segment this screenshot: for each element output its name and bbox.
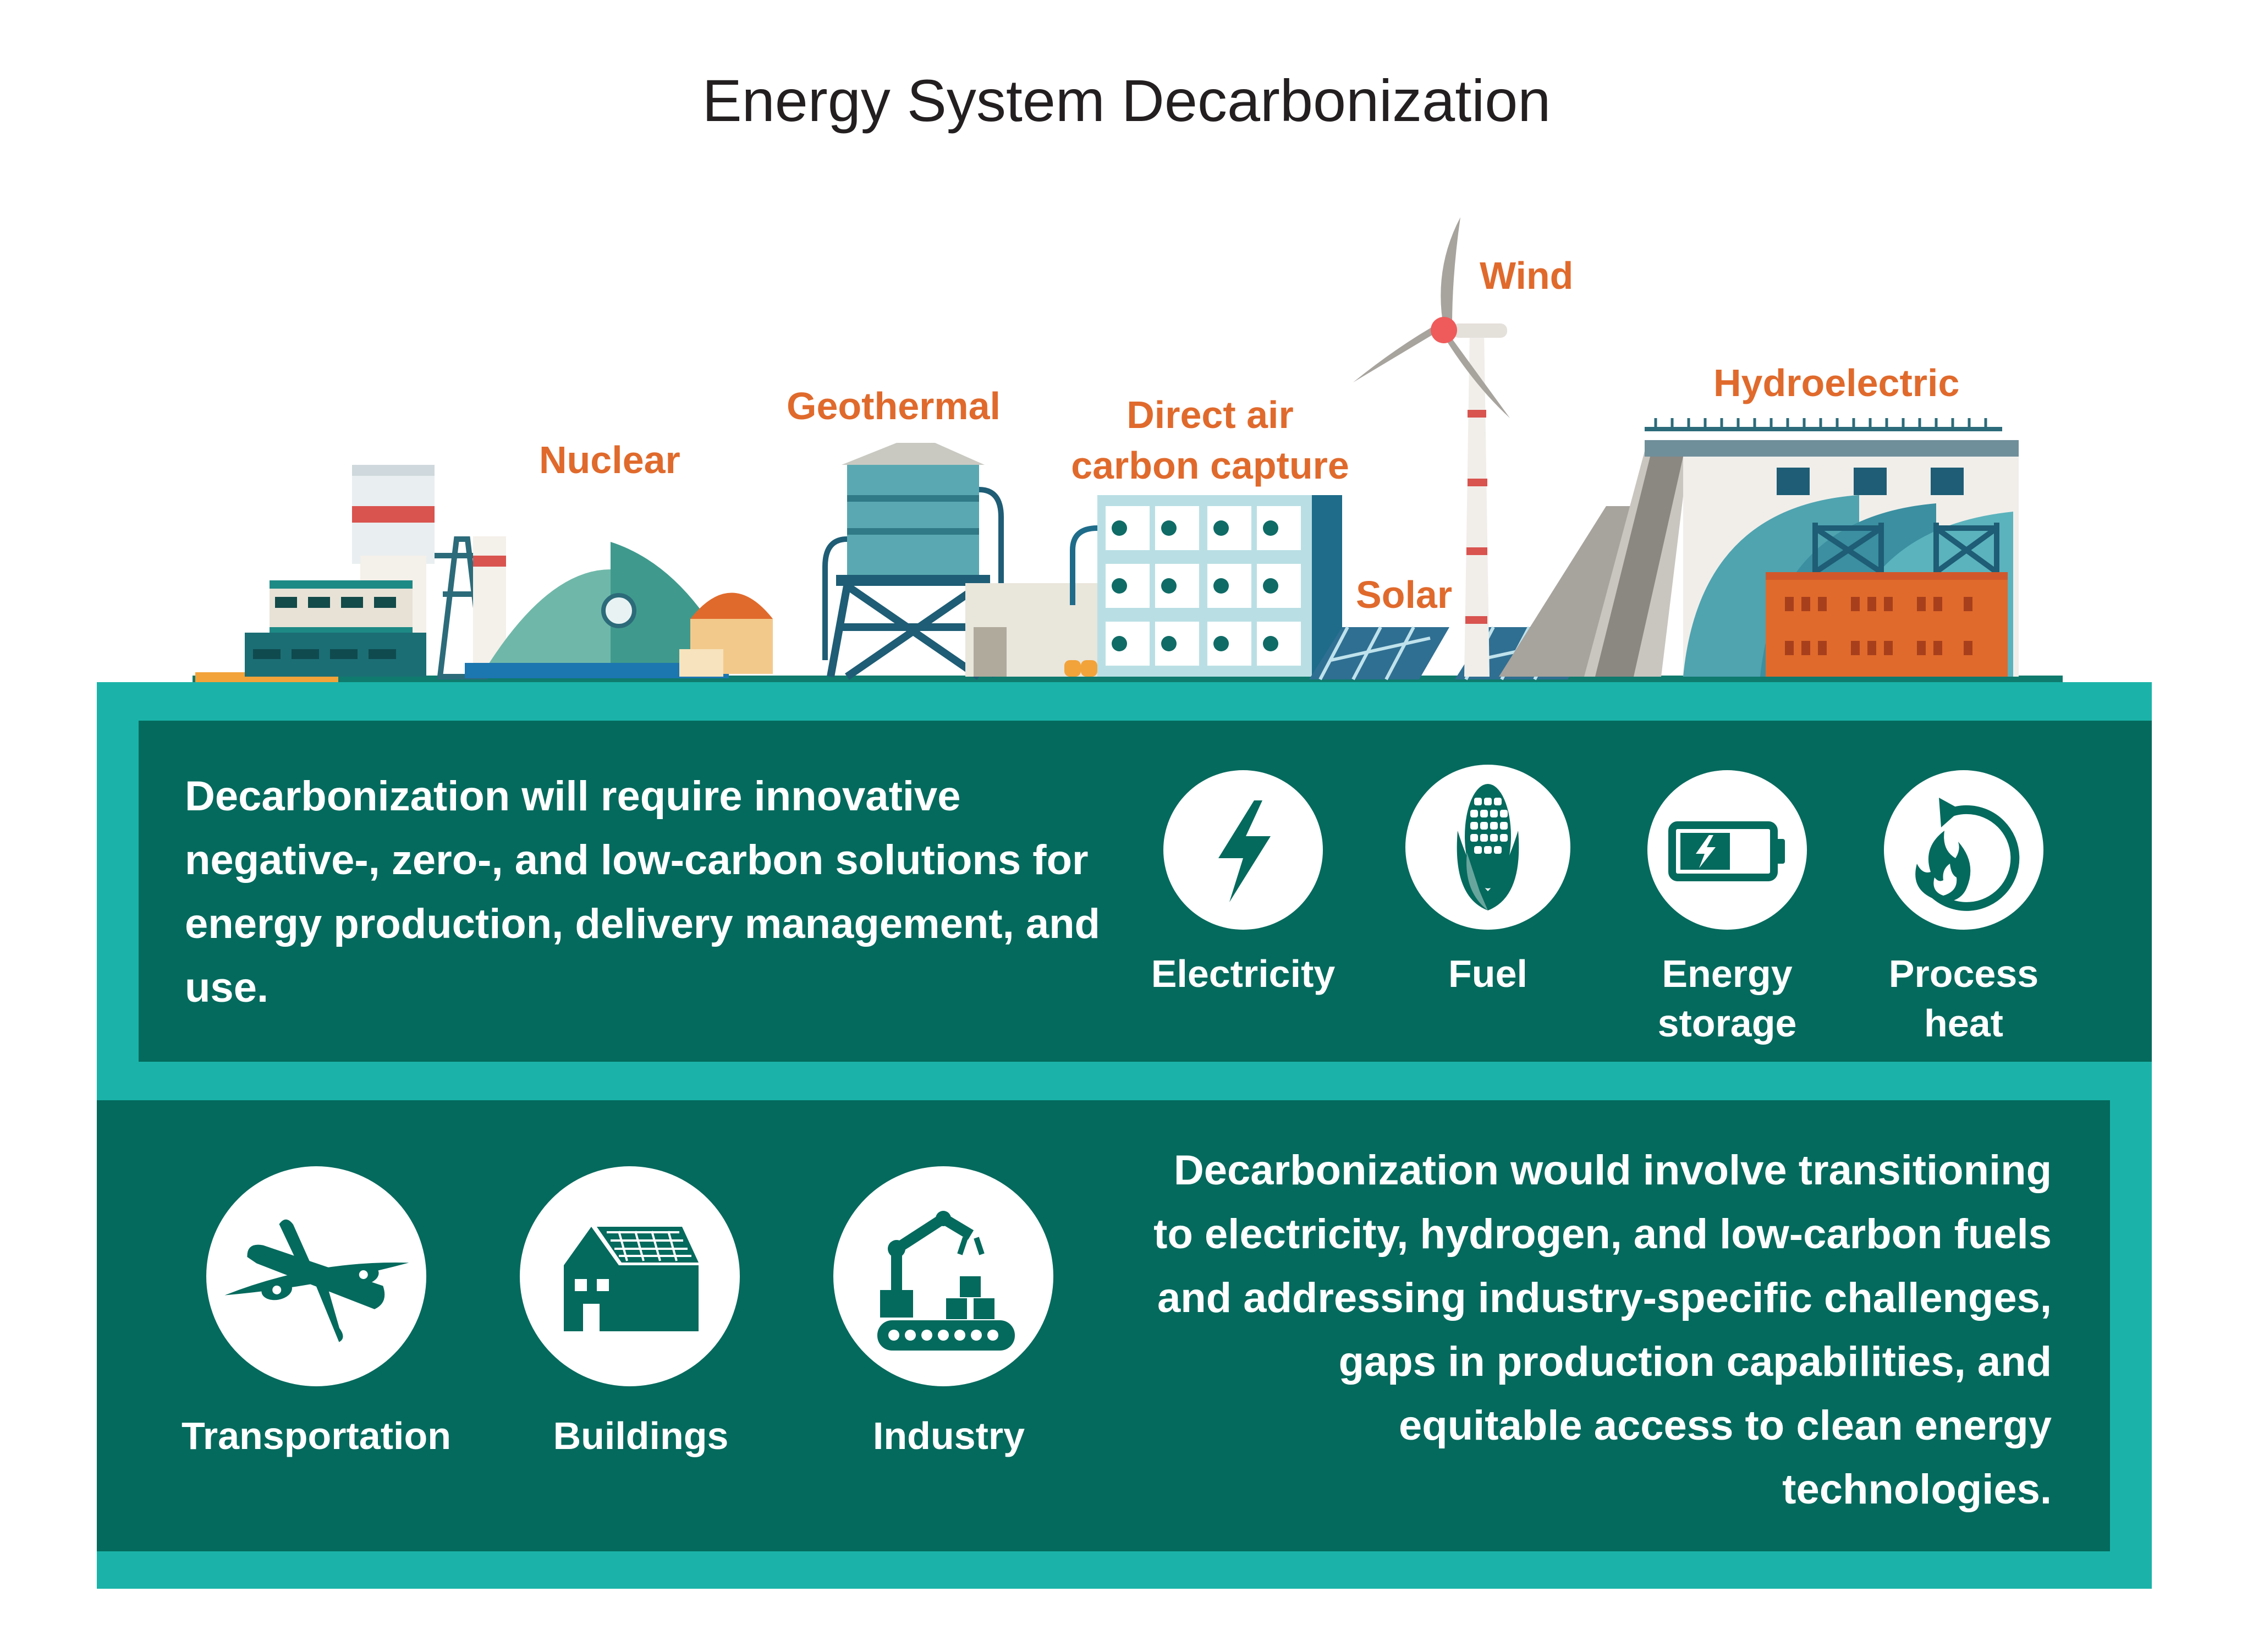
corn-icon	[1457, 784, 1519, 910]
label-wind: Wind	[1480, 254, 1574, 297]
label-solar: Solar	[1356, 573, 1453, 616]
solar-house-icon	[564, 1227, 699, 1331]
industry-circle	[833, 1166, 1053, 1386]
label-direct-air-capture: Direct air carbon capture	[1051, 389, 1370, 491]
process-heat-label: Process heat	[1840, 949, 2087, 1048]
transportation-label: Transportation	[181, 1414, 452, 1457]
label-direct-air-line1: Direct air	[1126, 393, 1294, 436]
energy-storage-circle	[1647, 770, 1807, 930]
direct-air-capture-illustration	[1070, 495, 1342, 677]
label-direct-air-line2: carbon capture	[1071, 444, 1349, 487]
lightning-icon	[1218, 800, 1271, 902]
fuel-circle	[1405, 765, 1570, 930]
flame-cycle-icon	[1915, 798, 2020, 911]
airplane-icon	[224, 1219, 409, 1342]
process-heat-circle	[1884, 770, 2043, 930]
energy-storage-line2: storage	[1657, 1002, 1797, 1045]
nuclear-plant-illustration	[195, 465, 773, 682]
electricity-circle	[1163, 770, 1323, 930]
energy-sources-illustration	[193, 217, 2063, 684]
robot-arm-conveyor-icon	[877, 1211, 1015, 1351]
end-use-panel	[97, 1100, 2110, 1551]
transportation-circle	[206, 1166, 426, 1386]
buildings-label: Buildings	[553, 1414, 729, 1457]
label-nuclear: Nuclear	[539, 438, 680, 481]
hydroelectric-dam-illustration	[1499, 418, 2019, 677]
production-description: Decarbonization will require innovative …	[185, 773, 1100, 1011]
battery-icon	[1668, 821, 1785, 881]
label-hydroelectric: Hydroelectric	[1713, 361, 1960, 404]
end-use-description: Decarbonization would involve transition…	[1153, 1147, 2052, 1513]
fuel-label: Fuel	[1448, 952, 1527, 995]
process-heat-line2: heat	[1924, 1002, 2003, 1045]
electricity-label: Electricity	[1151, 952, 1336, 995]
geothermal-plant-illustration	[822, 443, 1097, 680]
buildings-circle	[520, 1166, 740, 1386]
wind-turbine-illustration	[1353, 217, 1510, 677]
label-geothermal: Geothermal	[787, 385, 1001, 427]
industry-label: Industry	[872, 1414, 1025, 1457]
energy-storage-label: Energy storage	[1603, 949, 1851, 1048]
production-panel	[139, 721, 2152, 1062]
energy-storage-line1: Energy	[1662, 952, 1793, 995]
page-title: Energy System Decarbonization	[702, 67, 1551, 134]
process-heat-line1: Process	[1888, 952, 2039, 995]
